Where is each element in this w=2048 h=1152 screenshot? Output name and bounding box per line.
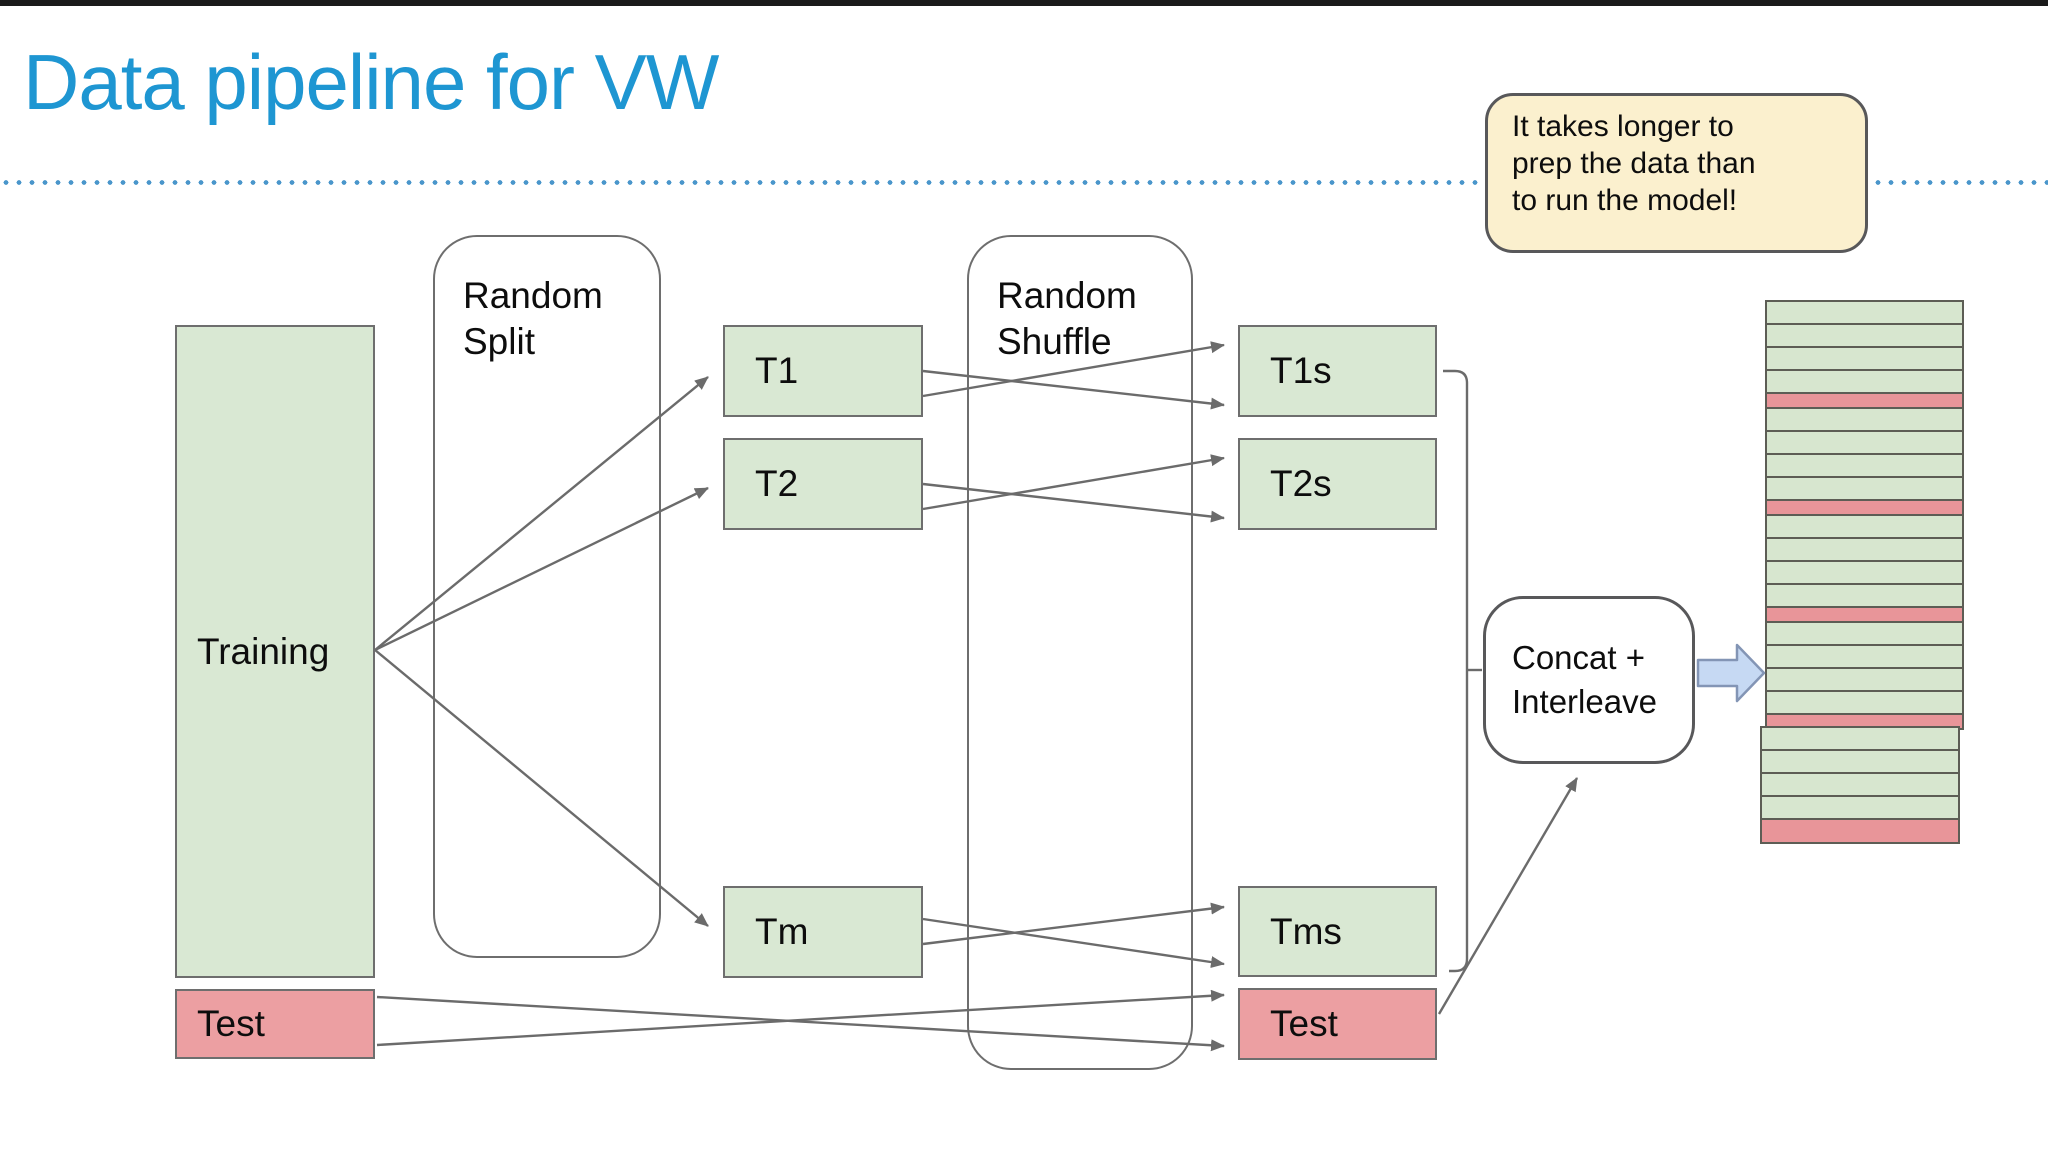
t2s-box: T2s xyxy=(1238,438,1437,530)
test-shuffled-box: Test xyxy=(1238,988,1437,1060)
dotted-divider-line xyxy=(0,179,2048,186)
stack-row-green xyxy=(1765,644,1964,669)
stack-row-green xyxy=(1765,514,1964,539)
stack-row-green xyxy=(1765,407,1964,432)
stack-row-green xyxy=(1765,476,1964,501)
interleaved-output-stack-lower xyxy=(1760,726,1960,844)
stack-row-green xyxy=(1765,667,1964,692)
tm-box: Tm xyxy=(723,886,923,978)
page-title: Data pipeline for VW xyxy=(23,38,719,126)
random-shuffle-container: Random Shuffle xyxy=(967,235,1193,1070)
arrow-tests-to-concat xyxy=(1437,777,1579,1015)
stack-row-green xyxy=(1765,430,1964,455)
top-edge-bar xyxy=(0,0,2048,6)
concat-label-line-1: Concat + xyxy=(1512,639,1645,676)
block-arrow-to-output xyxy=(1696,643,1766,703)
stack-row-green xyxy=(1765,369,1964,394)
stack-row-green xyxy=(1765,621,1964,646)
random-split-container: Random Split xyxy=(433,235,661,958)
random-shuffle-label-line-1: Random xyxy=(997,275,1137,316)
stack-row-green xyxy=(1765,323,1964,348)
stack-row-red_thick xyxy=(1760,818,1960,844)
stack-row-green xyxy=(1765,537,1964,562)
stack-row-green xyxy=(1765,690,1964,715)
tms-box: Tms xyxy=(1238,886,1437,977)
random-split-label-line-2: Split xyxy=(463,321,535,362)
stack-row-green xyxy=(1765,300,1964,325)
stack-row-green xyxy=(1765,560,1964,585)
callout-line-3: to run the model! xyxy=(1512,184,1738,217)
callout-note: It takes longer to prep the data than to… xyxy=(1485,93,1868,253)
random-split-label-line-1: Random xyxy=(463,275,603,316)
concat-label-line-2: Interleave xyxy=(1512,683,1657,720)
stack-row-green xyxy=(1760,726,1960,751)
t1-box: T1 xyxy=(723,325,923,417)
stack-row-green xyxy=(1765,453,1964,478)
stack-row-green xyxy=(1760,749,1960,774)
stack-row-green xyxy=(1760,795,1960,820)
callout-line-2: prep the data than xyxy=(1512,147,1756,180)
bracket-collect xyxy=(1443,369,1469,973)
training-box: Training xyxy=(175,325,375,978)
random-shuffle-label-line-2: Shuffle xyxy=(997,321,1112,362)
stack-row-green xyxy=(1765,583,1964,608)
concat-interleave-node: Concat + Interleave xyxy=(1483,596,1695,764)
interleaved-output-stack-upper xyxy=(1765,300,1964,730)
stack-row-green xyxy=(1760,772,1960,797)
callout-line-1: It takes longer to xyxy=(1512,110,1734,143)
stack-row-green xyxy=(1765,346,1964,371)
test-box: Test xyxy=(175,989,375,1059)
t1s-box: T1s xyxy=(1238,325,1437,417)
t2-box: T2 xyxy=(723,438,923,530)
